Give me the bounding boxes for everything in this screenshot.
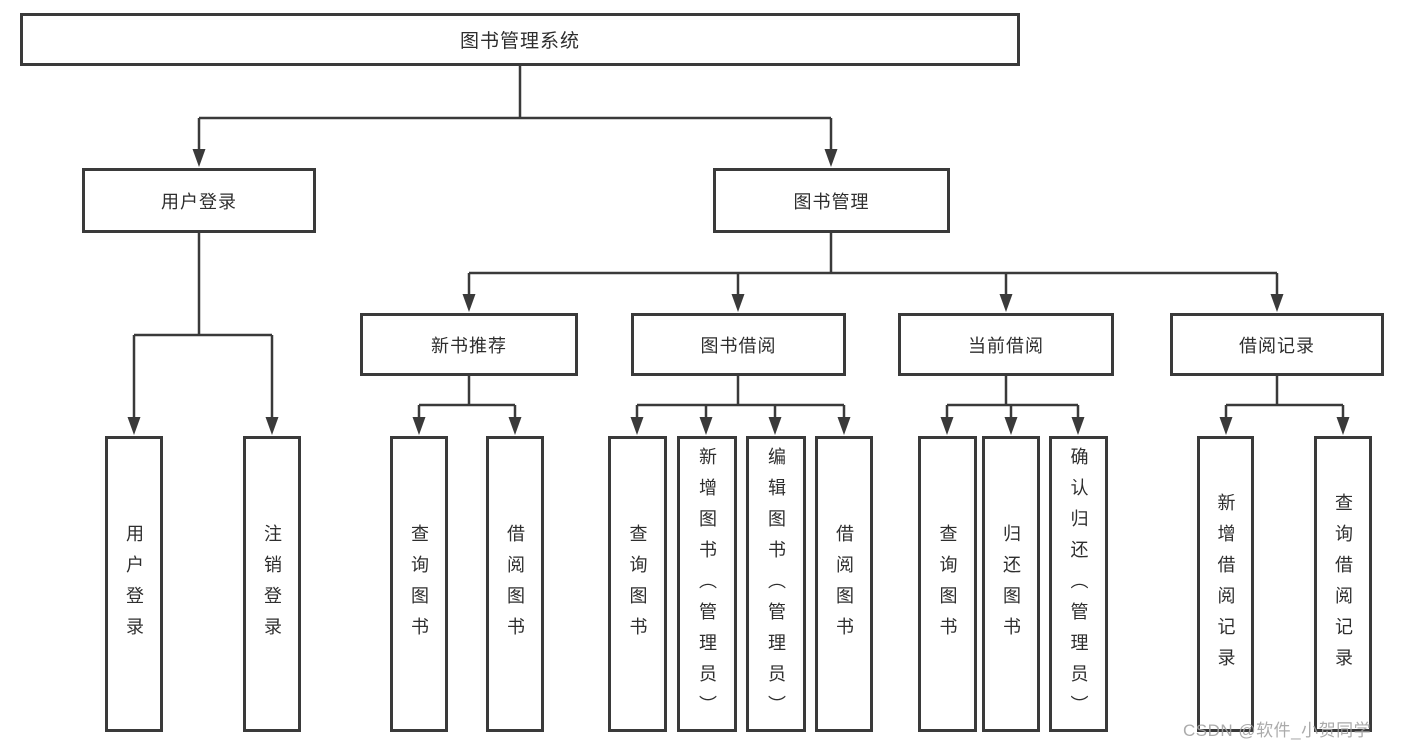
node-leaf-add-borrow-record: 新增借阅记录 xyxy=(1197,436,1254,732)
node-leaf-logout: 注销登录 xyxy=(243,436,301,732)
node-leaf-borrow-books-1: 借阅图书 xyxy=(486,436,544,732)
node-new-book-recommendation: 新书推荐 xyxy=(360,313,578,376)
node-leaf-query-books-3: 查询图书 xyxy=(918,436,977,732)
node-book-management: 图书管理 xyxy=(713,168,950,233)
node-leaf-confirm-return-admin: 确认归还（管理员） xyxy=(1049,436,1108,732)
node-leaf-return-books: 归还图书 xyxy=(982,436,1040,732)
watermark: CSDN @软件_小贺同学 xyxy=(1183,721,1372,740)
node-system-root: 图书管理系统 xyxy=(20,13,1020,66)
node-leaf-query-books-1: 查询图书 xyxy=(390,436,448,732)
node-leaf-query-borrow-record: 查询借阅记录 xyxy=(1314,436,1372,732)
node-book-borrowing: 图书借阅 xyxy=(631,313,846,376)
node-borrowing-records: 借阅记录 xyxy=(1170,313,1384,376)
node-leaf-edit-books-admin: 编辑图书（管理员） xyxy=(746,436,806,732)
node-leaf-add-books-admin: 新增图书（管理员） xyxy=(677,436,737,732)
node-leaf-query-books-2: 查询图书 xyxy=(608,436,667,732)
node-current-borrowing: 当前借阅 xyxy=(898,313,1114,376)
node-leaf-borrow-books-2: 借阅图书 xyxy=(815,436,873,732)
node-leaf-user-login: 用户登录 xyxy=(105,436,163,732)
node-user-login: 用户登录 xyxy=(82,168,316,233)
